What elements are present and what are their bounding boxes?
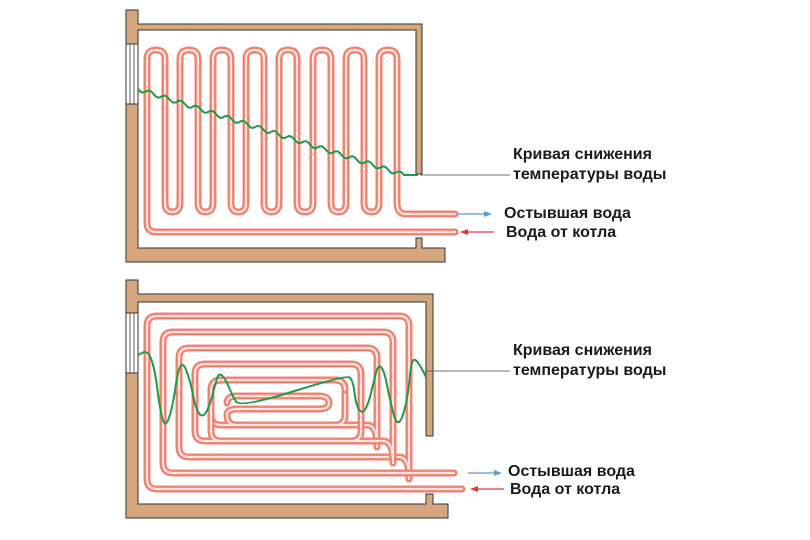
pipe-core: [145, 48, 457, 234]
curve-label-line1: Кривая снижения: [513, 146, 652, 163]
outlet-label: Остывшая вода: [504, 205, 631, 222]
inlet-arrow-icon: [470, 486, 504, 492]
heating-pipe: [143, 312, 466, 493]
window-icon: [125, 43, 139, 105]
pipe-outer: [143, 46, 459, 236]
temperature-curve: [137, 351, 427, 425]
serpentine-diagram: [125, 9, 510, 263]
inlet-label: Вода от котла: [506, 224, 617, 241]
pipe-core: [145, 314, 464, 491]
inlet-label: Вода от котла: [510, 481, 621, 498]
temperature-curve: [137, 88, 418, 176]
pipe-core: [161, 330, 456, 475]
heating-pipe: [143, 46, 459, 236]
outlet-arrow-icon: [458, 211, 492, 217]
curve-label-line2: температуры воды: [513, 362, 667, 379]
outlet-arrow-icon: [468, 470, 502, 476]
curve-label-line2: температуры воды: [513, 166, 667, 183]
room-wall: [125, 279, 449, 519]
window-icon: [125, 312, 139, 374]
curve-label-line1: Кривая снижения: [513, 342, 652, 359]
outlet-label: Остывшая вода: [508, 463, 635, 480]
spiral-diagram: [125, 279, 510, 519]
room-wall: [125, 9, 446, 263]
inlet-arrow-icon: [460, 229, 494, 235]
